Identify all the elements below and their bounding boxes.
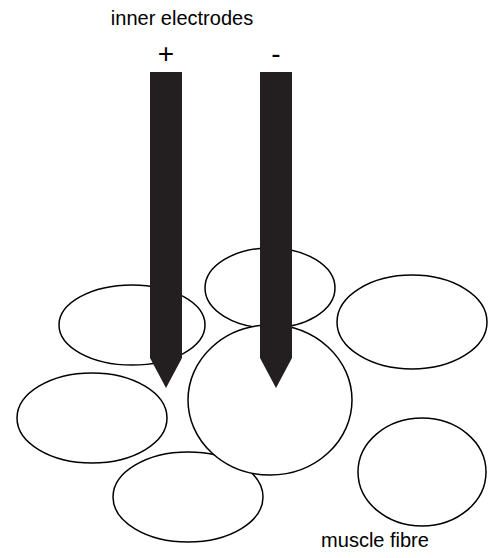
part-label: muscle fibre xyxy=(321,530,429,550)
muscle-fibre xyxy=(17,373,167,463)
polarity-sign: - xyxy=(271,40,280,68)
electrode xyxy=(260,72,292,388)
muscle-fibre xyxy=(337,275,487,369)
polarity-sign: + xyxy=(158,40,174,68)
title-label: inner electrodes xyxy=(111,8,253,28)
muscle-fibre xyxy=(358,418,486,526)
muscle-fibre xyxy=(59,285,205,365)
electrode xyxy=(150,72,182,388)
